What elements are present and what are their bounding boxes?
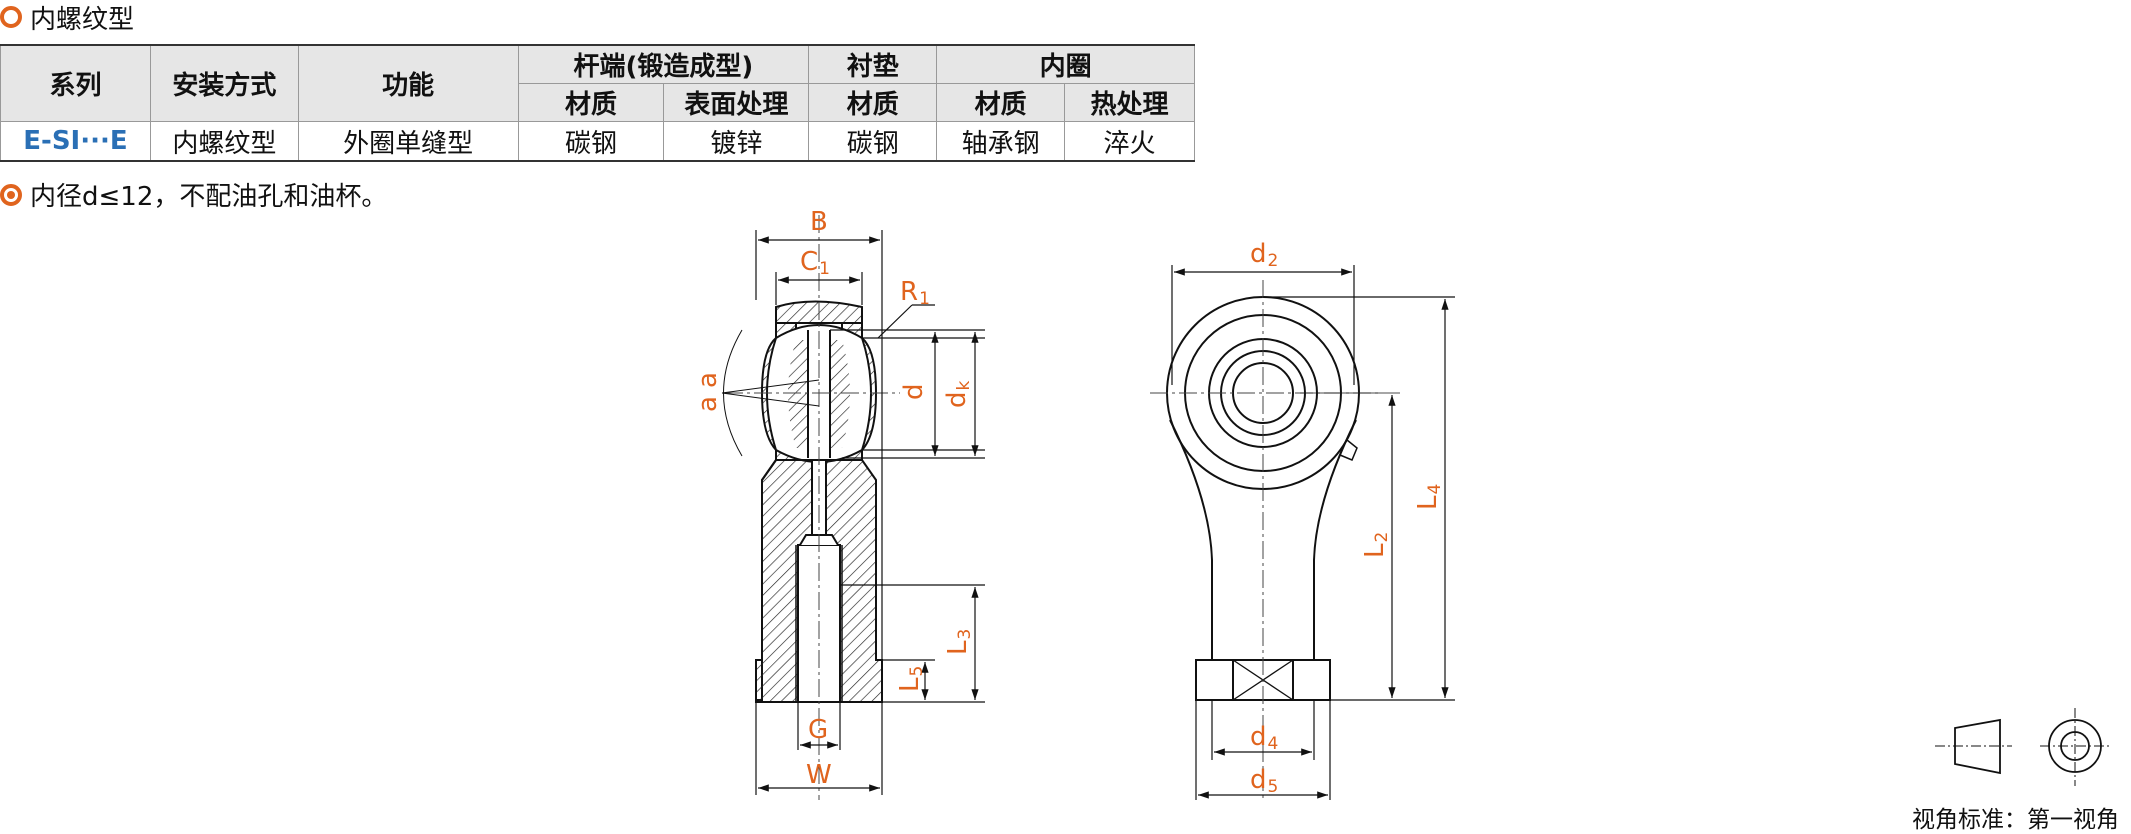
dim-d: d [899,383,929,400]
dim-L4: L4 [1413,484,1445,510]
dim-d5: d5 [1250,765,1278,797]
dim-d2: d2 [1250,239,1278,271]
dim-W: W [806,760,832,790]
cell-inner-heat: 淬火 [1064,121,1195,162]
header-inner-heat: 热处理 [1064,83,1195,122]
header-rod-surface: 表面处理 [663,83,810,122]
header-rod-material: 材质 [517,83,665,122]
dim-a2: a [693,372,723,388]
note: 内径d≤12，不配油孔和油杯。 [0,176,387,213]
dim-dk: dk [942,380,974,408]
header-inner-ring: 内圈 [936,44,1195,84]
dim-R1: R1 [900,277,930,309]
section-title: 内螺纹型 [0,0,135,35]
dim-a1: a [693,396,723,412]
dim-L3: L3 [943,629,975,655]
dim-C1: C1 [800,247,830,279]
cell-series: E-SI···E [0,121,151,162]
header-series: 系列 [0,44,151,122]
cell-mounting: 内螺纹型 [149,121,299,162]
dim-L5: L5 [895,666,927,692]
circle-bullet-icon [0,6,22,28]
table-row: E-SI···E 内螺纹型 外圈单缝型 碳钢 镀锌 碳钢 轴承钢 淬火 [0,121,1195,162]
cell-bushing-material: 碳钢 [808,121,938,162]
section-title-text: 内螺纹型 [30,4,135,35]
cell-rod-material: 碳钢 [517,121,665,162]
view-standard-label: 视角标准：第一视角 [1912,807,2119,833]
header-mounting: 安装方式 [149,44,299,122]
header-bushing-material: 材质 [808,83,938,122]
section-dimensions [755,230,985,795]
first-angle-projection-icon [1935,708,2112,786]
header-inner-material: 材质 [936,83,1066,122]
note-text: 内径d≤12，不配油孔和油杯。 [30,182,388,212]
section-view [721,215,900,800]
dim-L2: L2 [1360,532,1392,558]
dim-B: B [810,207,828,237]
front-dimensions [1171,265,1455,800]
cell-inner-material: 轴承钢 [936,121,1066,162]
cell-function: 外圈单缝型 [297,121,519,162]
dim-d4: d4 [1250,722,1278,754]
spec-table: 系列 安装方式 功能 杆端(锻造成型) 衬垫 内圈 材质 表面处理 材质 材质 … [0,44,1195,162]
header-function: 功能 [297,44,519,122]
dimension-labels: B C1 R1 d dk a a L3 L5 G W d2 L4 L2 d4 d… [693,207,1445,797]
dim-G: G [808,715,828,745]
target-bullet-icon [0,183,22,206]
cell-rod-surface: 镀锌 [663,121,810,162]
